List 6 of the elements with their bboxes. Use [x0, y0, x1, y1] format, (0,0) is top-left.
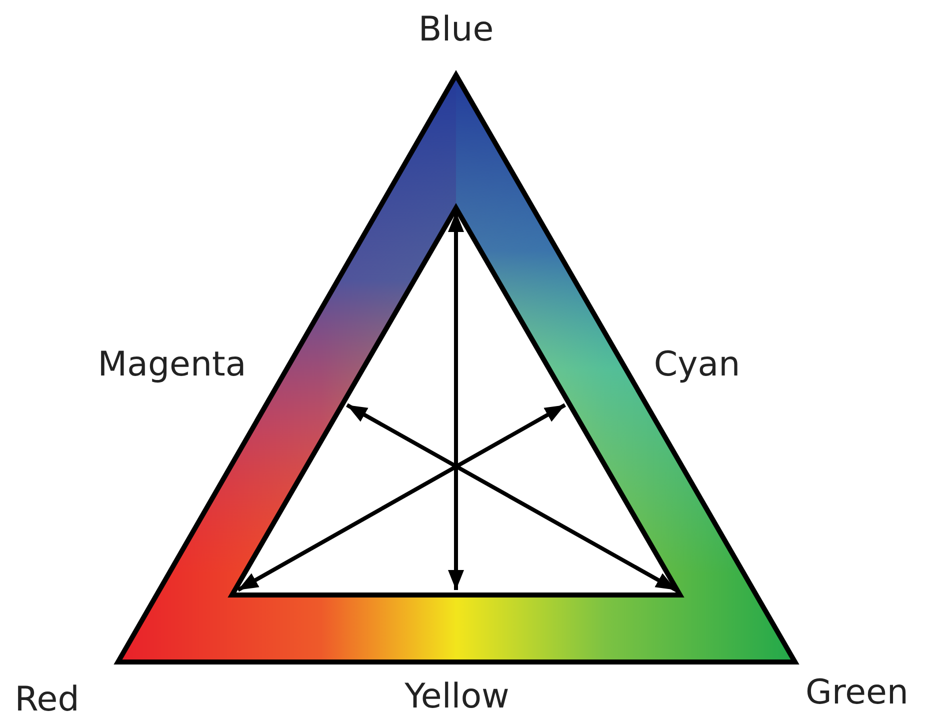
color-name-label: Cyan	[654, 346, 740, 384]
color-name-label: Yellow	[404, 678, 510, 716]
color-name-label: Magenta	[98, 346, 246, 384]
color-name-label: Red	[14, 681, 80, 719]
color-name-label: Green	[806, 674, 908, 712]
color-name-label: Blue	[418, 11, 494, 49]
